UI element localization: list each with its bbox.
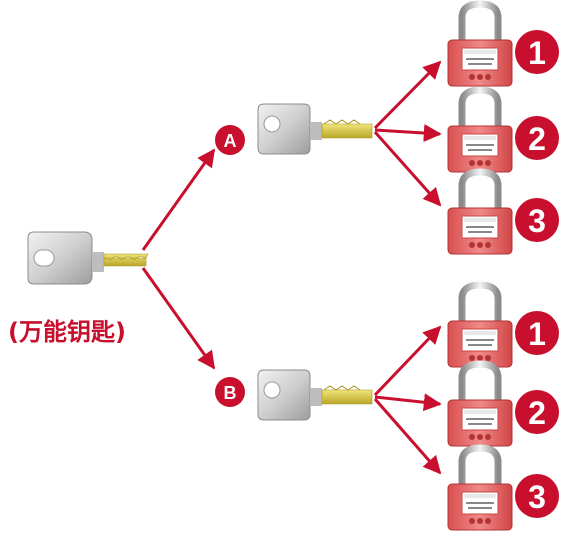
padlock-icon — [447, 444, 513, 531]
lock-number: 2 — [528, 121, 546, 157]
branch-a-badge: A — [215, 125, 245, 155]
lock-number-badge: 2 — [515, 390, 559, 434]
lock-number-badges: 1 2 3 1 2 3 — [515, 30, 559, 518]
lock-number-badge: 3 — [515, 474, 559, 518]
lock-number: 1 — [528, 316, 546, 352]
branch-b-letter: B — [224, 383, 237, 403]
lock-number: 1 — [528, 35, 546, 71]
lock-number: 2 — [528, 395, 546, 431]
branch-a-arrows — [373, 60, 442, 207]
master-key-label: (万能钥匙) — [8, 318, 126, 346]
padlock-icon — [447, 281, 513, 368]
padlocks — [447, 0, 513, 531]
lock-number-badge: 2 — [515, 116, 559, 160]
key-b-icon — [257, 369, 373, 421]
branch-b-arrows — [373, 325, 442, 475]
arrow-to-b — [141, 267, 216, 370]
padlock-icon — [447, 86, 513, 173]
padlock-icon — [447, 360, 513, 447]
padlock-icon — [447, 0, 513, 87]
lock-number-badge: 1 — [515, 30, 559, 74]
lock-number: 3 — [528, 479, 546, 515]
padlock-icon — [447, 168, 513, 255]
arrow-to-a — [141, 148, 216, 251]
master-key-icon — [27, 231, 149, 285]
branch-a-letter: A — [224, 131, 237, 151]
key-a-icon — [257, 103, 373, 155]
lock-number: 3 — [528, 203, 546, 239]
lock-number-badge: 1 — [515, 311, 559, 355]
lock-number-badge: 3 — [515, 198, 559, 242]
master-arrows — [141, 148, 216, 370]
branch-b-badge: B — [215, 377, 245, 407]
